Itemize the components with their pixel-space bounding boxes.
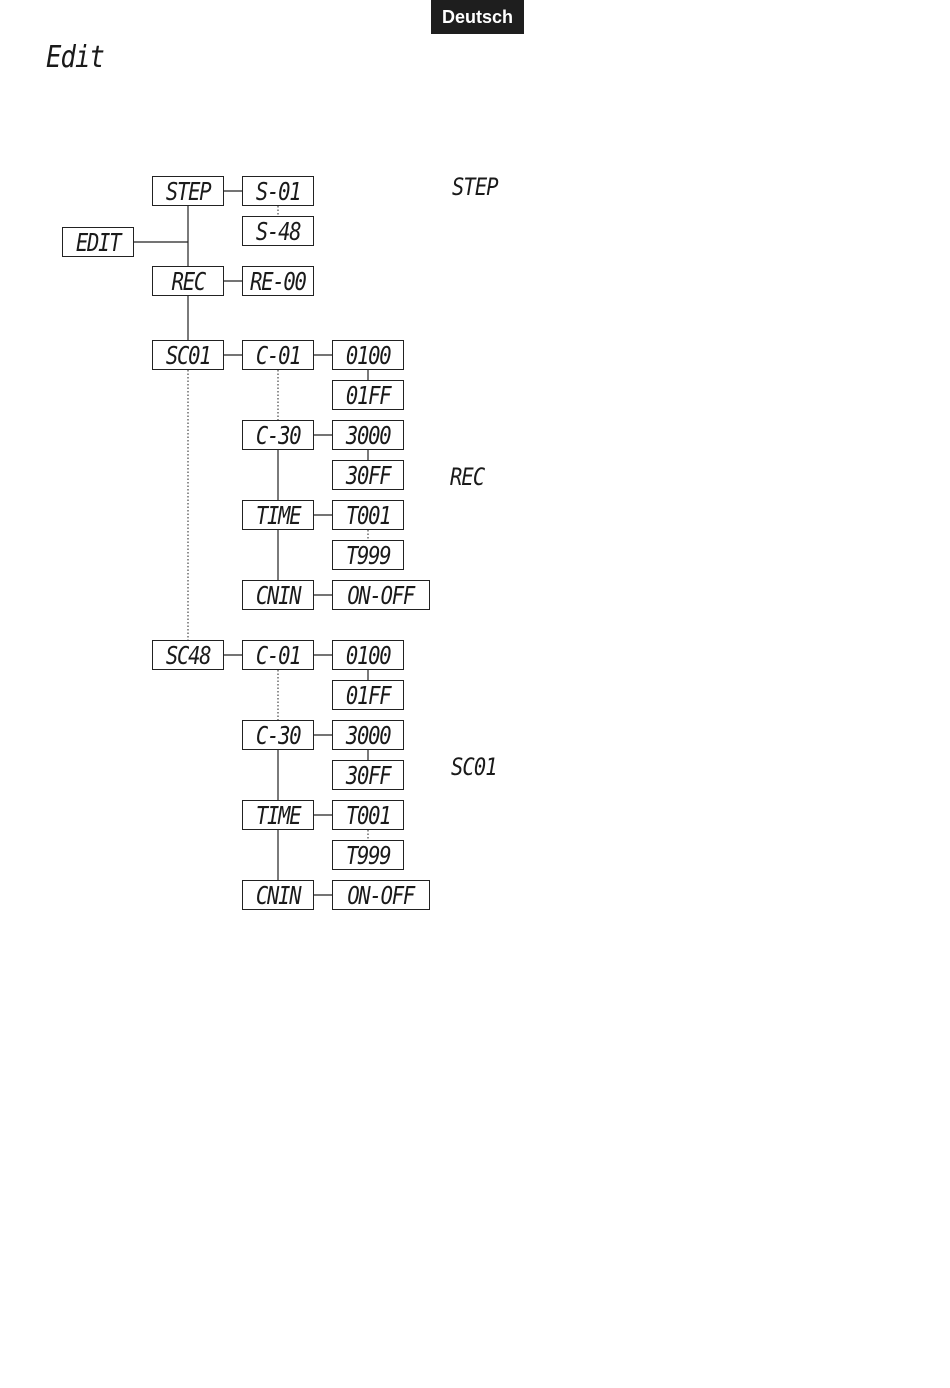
rec-value-box: RE-00 [242, 266, 314, 296]
scene-48-ch30-first-box: 3000 [332, 720, 404, 750]
edit-box: EDIT [62, 227, 134, 257]
scene-48-ch1-box: C-01 [242, 640, 314, 670]
step-last-box: S-48 [242, 216, 314, 246]
scene-1-time-last-box: T999 [332, 540, 404, 570]
scene-48-ch30-box: C-30 [242, 720, 314, 750]
scene-48-time-first-box: T001 [332, 800, 404, 830]
scene-1-ch1-first-box: 0100 [332, 340, 404, 370]
scene-1-time-box: TIME [242, 500, 314, 530]
scene-1-ch1-last-box: 01FF [332, 380, 404, 410]
scene-48-ch30-last-box: 30FF [332, 760, 404, 790]
scene-48-ch1-first-box: 0100 [332, 640, 404, 670]
scene-1-time-first-box: T001 [332, 500, 404, 530]
scene-1-ch30-box: C-30 [242, 420, 314, 450]
scene-1-ch30-first-box: 3000 [332, 420, 404, 450]
scene-48-time-box: TIME [242, 800, 314, 830]
step-box: STEP [152, 176, 224, 206]
scene-1-ch30-last-box: 30FF [332, 460, 404, 490]
scene-48-time-last-box: T999 [332, 840, 404, 870]
scene-1-cnin-box: CNIN [242, 580, 314, 610]
scene-48-box: SC48 [152, 640, 224, 670]
scene-48-cnin-value-box: ON-OFF [332, 880, 430, 910]
scene-48-ch1-last-box: 01FF [332, 680, 404, 710]
rec-box: REC [152, 266, 224, 296]
scene-1-ch1-box: C-01 [242, 340, 314, 370]
step-first-box: S-01 [242, 176, 314, 206]
scene-1-box: SC01 [152, 340, 224, 370]
scene-1-cnin-value-box: ON-OFF [332, 580, 430, 610]
scene-48-cnin-box: CNIN [242, 880, 314, 910]
